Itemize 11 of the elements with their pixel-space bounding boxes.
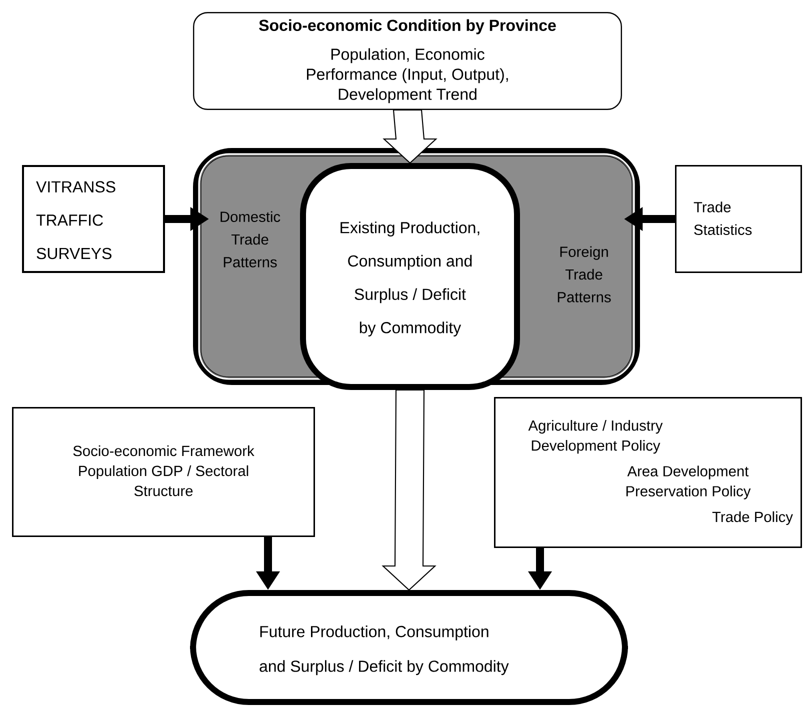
source-box: Trade Statistics: [675, 165, 802, 273]
input-box: Socio-economic Framework Population GDP / Sectoral Structure: [12, 407, 315, 537]
input-box: Agriculture / Industry Development Policy Area Development Preservation Policy Trade Policy: [494, 397, 802, 548]
panel-label: Domestic Trade Patterns: [220, 211, 280, 268]
block-arrow: [382, 109, 438, 164]
panel-label: Foreign Trade Patterns: [558, 246, 611, 302]
info-box: Socio-economic Condition by Province Population, Economic Performance (Input, Output), Development Trend: [193, 12, 622, 110]
block-arrow: [382, 389, 436, 591]
source-box: VITRANSS TRAFFIC SURVEYS: [22, 165, 165, 273]
result-box: Future Production, Consumption and Surplus / Deficit by Commodity: [190, 590, 628, 705]
process-box: Existing Production, Consumption and Surplus / Deficit by Commodity: [300, 163, 520, 390]
